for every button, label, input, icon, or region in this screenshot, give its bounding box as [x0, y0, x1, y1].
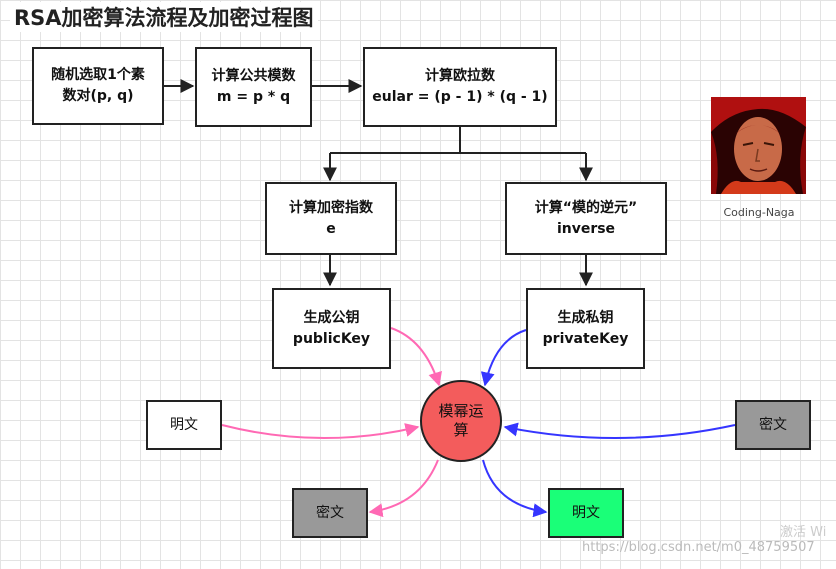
node-compute-exponent-line2: e: [326, 220, 336, 237]
node-public-key-line2: publicKey: [292, 330, 371, 347]
node-select-primes-line2: 数对(p, q): [62, 88, 134, 104]
activate-windows-text: 激活 Wi: [780, 525, 827, 540]
node-plaintext-in[interactable]: 明文: [146, 400, 222, 450]
node-compute-modulus-line2: m = p * q: [216, 89, 291, 105]
node-select-primes[interactable]: 随机选取1个素 数对(p, q): [32, 47, 164, 125]
arrow-plaintext-to-modpow: [221, 423, 420, 440]
node-plaintext-in-label: 明文: [170, 416, 198, 433]
diagram-title: RSA加密算法流程及加密过程图: [10, 2, 318, 32]
arrow-modpow-to-plaintext: [482, 459, 548, 518]
node-compute-modulus[interactable]: 计算公共模数 m = p * q: [195, 47, 312, 127]
arrow-euler-split: [330, 127, 586, 154]
node-plaintext-out[interactable]: 明文: [548, 488, 624, 538]
node-ciphertext-out-label: 密文: [316, 504, 344, 521]
avatar-caption: Coding-Naga: [723, 206, 795, 219]
node-public-key[interactable]: 生成公钥 publicKey: [272, 288, 391, 369]
arrow-modpow-to-ciphertext: [368, 459, 439, 518]
node-modpow[interactable]: 模幂运 算: [420, 380, 502, 462]
arrow-privatekey-to-modpow: [480, 329, 527, 387]
source-watermark: https://blog.csdn.net/m0_48759507: [582, 540, 815, 555]
avatar-portrait-icon: [711, 97, 806, 194]
author-avatar: [711, 97, 806, 194]
node-compute-euler[interactable]: 计算欧拉数 eular = (p - 1) * (q - 1): [363, 47, 557, 127]
node-ciphertext-out[interactable]: 密文: [292, 488, 368, 538]
node-compute-inverse[interactable]: 计算“模的逆元” inverse: [505, 182, 667, 255]
node-modpow-line2: 算: [453, 421, 469, 439]
node-compute-inverse-line1: 计算“模的逆元”: [534, 199, 638, 216]
arrow-ciphertext-to-modpow: [503, 422, 736, 439]
node-ciphertext-in[interactable]: 密文: [735, 400, 811, 450]
node-compute-inverse-line2: inverse: [556, 220, 616, 237]
node-modpow-line1: 模幂运: [438, 401, 484, 420]
node-private-key-line2: privateKey: [542, 330, 629, 347]
node-compute-euler-line2: eular = (p - 1) * (q - 1): [372, 89, 548, 105]
node-select-primes-line1: 随机选取1个素: [51, 67, 145, 83]
node-plaintext-out-label: 明文: [572, 504, 600, 521]
node-compute-exponent-line1: 计算加密指数: [289, 199, 373, 216]
node-private-key[interactable]: 生成私钥 privateKey: [526, 288, 645, 369]
node-compute-exponent[interactable]: 计算加密指数 e: [265, 182, 397, 255]
node-public-key-line1: 生成公钥: [303, 309, 360, 326]
arrow-publickey-to-modpow: [390, 327, 442, 387]
node-compute-euler-line1: 计算欧拉数: [425, 68, 495, 84]
node-compute-modulus-line1: 计算公共模数: [211, 68, 296, 84]
node-private-key-line1: 生成私钥: [557, 309, 614, 326]
node-ciphertext-in-label: 密文: [759, 416, 787, 433]
